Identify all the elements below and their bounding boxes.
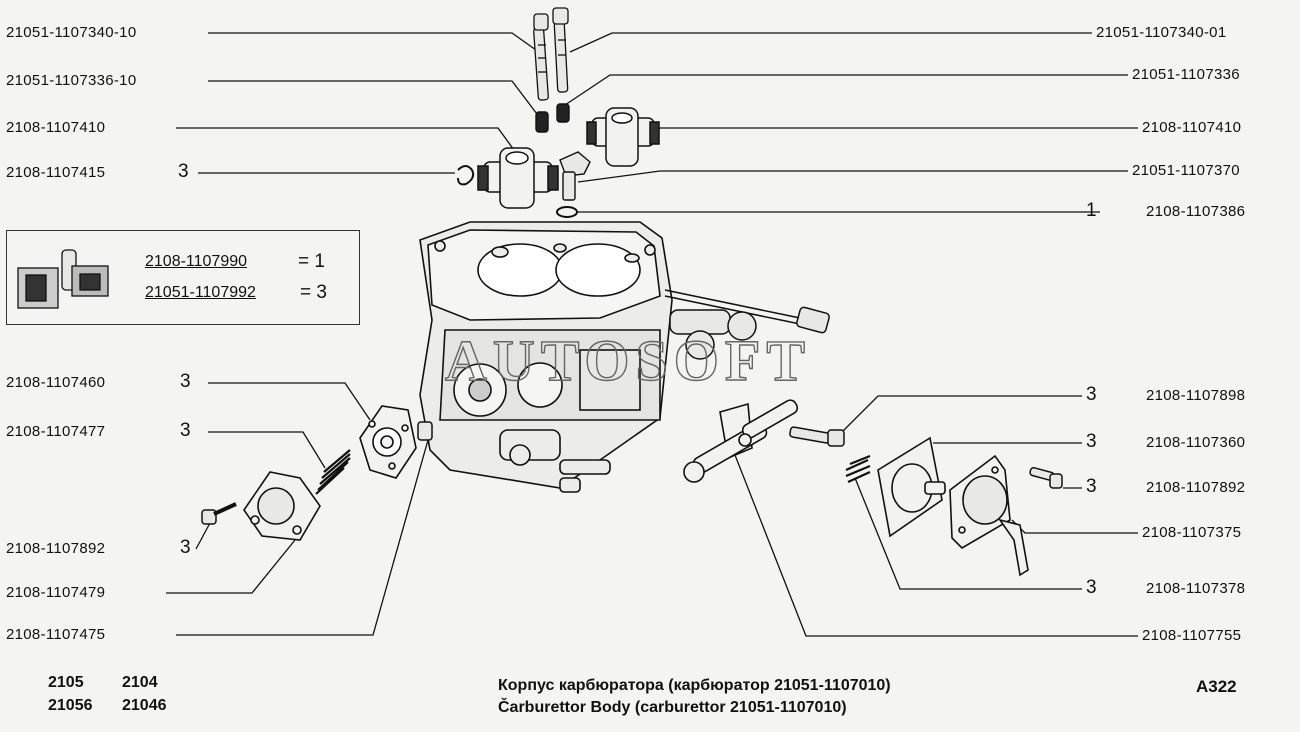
clip-2108-1107415 bbox=[457, 165, 475, 186]
jet-1107340-01 bbox=[552, 7, 569, 93]
qty-right-7: 3 bbox=[1086, 431, 1097, 452]
spring-2108-1107477 bbox=[315, 449, 351, 495]
kit-icon bbox=[17, 249, 109, 309]
screw-2108-1107475 bbox=[417, 421, 433, 441]
label-right-4: 21051-1107370 bbox=[1132, 162, 1240, 179]
label-left-1: 21051-1107340-10 bbox=[6, 24, 137, 41]
label-left-7: 2108-1107892 bbox=[6, 540, 106, 557]
label-left-5: 2108-1107460 bbox=[6, 374, 106, 391]
label-right-8: 2108-1107892 bbox=[1146, 479, 1246, 496]
model-21046: 21046 bbox=[122, 697, 167, 714]
leader-lines bbox=[166, 32, 1138, 637]
watermark-text: AUTOSOFT bbox=[445, 328, 811, 393]
model-21056: 21056 bbox=[48, 697, 93, 714]
screw-2108-1107892-right bbox=[1029, 466, 1063, 489]
screw-2108-1107892-left bbox=[201, 502, 237, 525]
kit1-code: 2108-1107990 bbox=[145, 253, 248, 270]
label-left-2: 21051-1107336-10 bbox=[6, 72, 137, 89]
title-english: Čarburettor Body (carburettor 21051-1107… bbox=[498, 699, 847, 716]
qty-left-7: 3 bbox=[180, 537, 191, 558]
label-left-3: 2108-1107410 bbox=[6, 119, 106, 136]
spring-2108-1107378 bbox=[845, 454, 871, 484]
qty-right-8: 3 bbox=[1086, 476, 1097, 497]
label-left-6: 2108-1107477 bbox=[6, 423, 106, 440]
kit1-qty: = 1 bbox=[298, 251, 325, 272]
label-right-5: 2108-1107386 bbox=[1146, 203, 1246, 220]
model-2104: 2104 bbox=[122, 674, 158, 691]
tube-2108-1107755 bbox=[683, 399, 799, 483]
label-right-11: 2108-1107755 bbox=[1142, 627, 1242, 644]
fitting-2108-1107410-left bbox=[477, 147, 559, 209]
label-left-9: 2108-1107475 bbox=[6, 626, 106, 643]
label-right-10: 2108-1107378 bbox=[1146, 580, 1246, 597]
throttle-linkage bbox=[664, 289, 830, 360]
kit2-qty: = 3 bbox=[300, 282, 327, 303]
sheet-number: A322 bbox=[1196, 677, 1237, 696]
cover-2108-1107375 bbox=[949, 454, 1029, 577]
qty-left-4: 3 bbox=[178, 161, 189, 182]
label-right-3: 2108-1107410 bbox=[1142, 119, 1242, 136]
qty-right-6: 3 bbox=[1086, 384, 1097, 405]
qty-left-5: 3 bbox=[180, 371, 191, 392]
qty-right-5: 1 bbox=[1086, 200, 1097, 221]
label-left-4: 2108-1107415 bbox=[6, 164, 106, 181]
jet-1107340-10 bbox=[533, 13, 549, 101]
label-right-6: 2108-1107898 bbox=[1146, 387, 1246, 404]
washer-2108-1107386 bbox=[556, 206, 578, 218]
fitting-2108-1107410-right bbox=[586, 107, 660, 167]
kit-legend bbox=[6, 230, 360, 325]
carburettor-body bbox=[419, 221, 673, 493]
label-right-9: 2108-1107375 bbox=[1142, 524, 1242, 541]
label-right-7: 2108-1107360 bbox=[1146, 434, 1246, 451]
cover-2108-1107479 bbox=[243, 471, 321, 541]
jet-holders bbox=[535, 103, 570, 133]
qty-left-6: 3 bbox=[180, 420, 191, 441]
model-2105: 2105 bbox=[48, 674, 84, 691]
label-right-1: 21051-1107340-01 bbox=[1096, 24, 1227, 41]
kit2-code: 21051-1107992 bbox=[145, 284, 256, 301]
screw-2108-1107898 bbox=[789, 426, 845, 447]
fitting-21051-1107370 bbox=[559, 151, 591, 201]
diaphragm-cover-2108-1107460 bbox=[359, 405, 417, 479]
diaphragm-2108-1107360 bbox=[877, 436, 946, 538]
label-right-2: 21051-1107336 bbox=[1132, 66, 1240, 83]
qty-right-10: 3 bbox=[1086, 577, 1097, 598]
title-russian: Корпус карбюратора (карбюратор 21051-110… bbox=[498, 677, 891, 694]
label-left-8: 2108-1107479 bbox=[6, 584, 106, 601]
